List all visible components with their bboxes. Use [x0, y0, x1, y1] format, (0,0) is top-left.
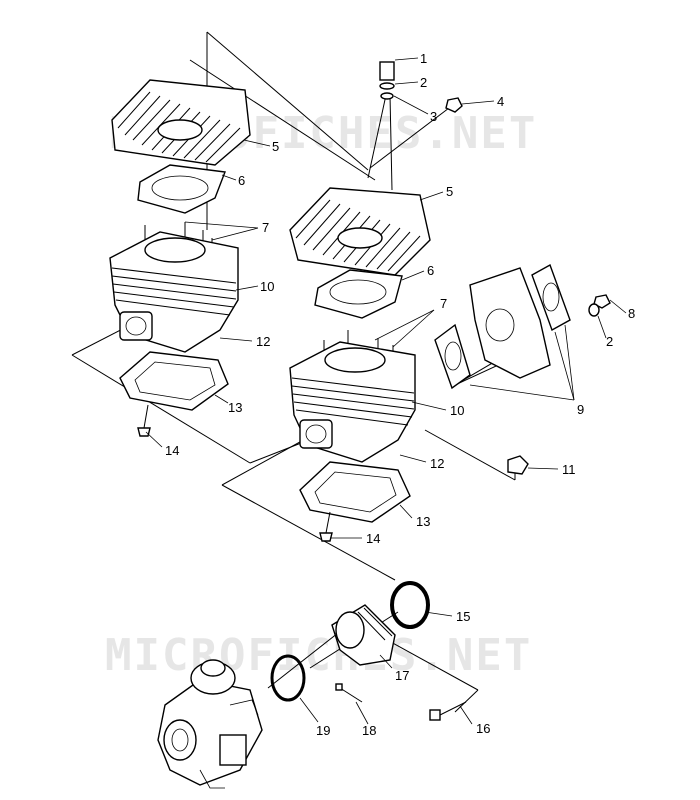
head-gasket-left — [137, 164, 226, 214]
bolt-right — [319, 511, 333, 542]
cylinder-head-left — [111, 79, 251, 166]
cylinder-right — [289, 341, 416, 463]
nut-11 — [507, 455, 529, 475]
exhaust-manifold-plate — [469, 267, 551, 379]
callout-11: 11 — [562, 462, 576, 477]
washer-2-right — [588, 303, 600, 317]
head-gasket-right — [314, 269, 403, 319]
intake-boot-17 — [331, 604, 396, 666]
base-gasket-right — [299, 461, 411, 523]
callout-2-top: 2 — [420, 75, 427, 90]
callout-2-right: 2 — [606, 334, 613, 349]
base-gasket-left — [119, 351, 229, 411]
screw-18 — [335, 683, 363, 703]
carburetor — [157, 659, 263, 789]
washer-2-top — [379, 82, 395, 90]
callout-10-right: 10 — [450, 403, 464, 418]
exhaust-gasket-b — [531, 263, 571, 332]
cylinder-left — [109, 231, 239, 353]
bolt-left — [137, 404, 151, 437]
callout-13-left: 13 — [228, 400, 242, 415]
callout-7-right: 7 — [440, 296, 447, 311]
callout-6-right: 6 — [427, 263, 434, 278]
callout-18: 18 — [362, 723, 376, 738]
nut-4 — [445, 97, 463, 113]
callout-12-left: 12 — [256, 334, 270, 349]
bolt-16 — [429, 701, 467, 721]
callout-15: 15 — [456, 609, 470, 624]
callout-14-left: 14 — [165, 443, 179, 458]
callout-5-right: 5 — [446, 184, 453, 199]
callout-19: 19 — [316, 723, 330, 738]
callout-9: 9 — [577, 402, 584, 417]
nut-1 — [379, 61, 395, 81]
callout-13-right: 13 — [416, 514, 430, 529]
nut-8 — [593, 294, 611, 309]
callout-4: 4 — [497, 94, 504, 109]
callout-17: 17 — [395, 668, 409, 683]
callout-6-left: 6 — [238, 173, 245, 188]
cylinder-head-right — [289, 187, 431, 276]
o-ring-15 — [390, 581, 430, 629]
clamp-19 — [270, 654, 306, 702]
callout-3: 3 — [430, 109, 437, 124]
callout-10-left: 10 — [260, 279, 274, 294]
callout-14-right: 14 — [366, 531, 380, 546]
callout-1: 1 — [420, 51, 427, 66]
callout-8: 8 — [628, 306, 635, 321]
callout-5-left: 5 — [272, 139, 279, 154]
watermark-bottom: MICROFICHES.NET — [105, 630, 532, 681]
callout-7-left: 7 — [262, 220, 269, 235]
callout-12-right: 12 — [430, 456, 444, 471]
leader-lines — [145, 57, 627, 725]
callout-16: 16 — [476, 721, 490, 736]
exhaust-gasket-a — [434, 323, 471, 390]
washer-3 — [380, 92, 394, 100]
